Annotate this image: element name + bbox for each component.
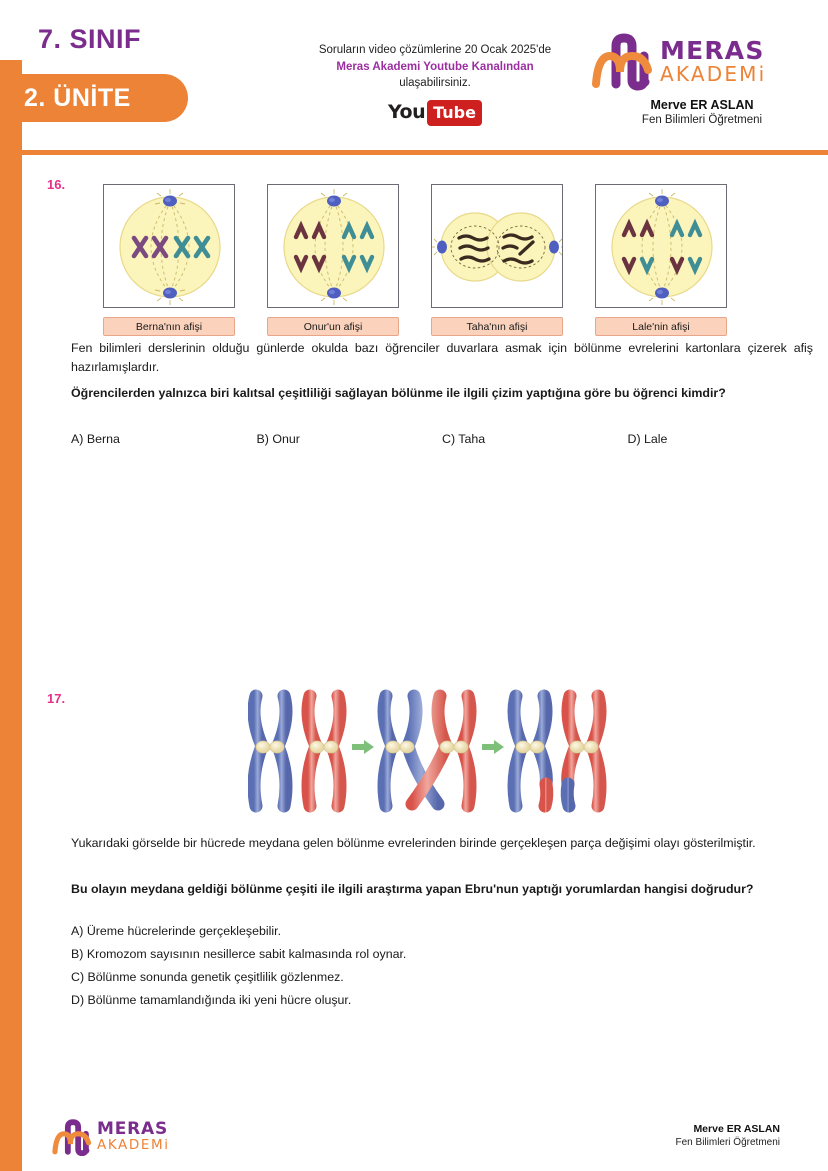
question-17-option-c[interactable]: C) Bölünme sonunda genetik çeşitlilik gö… xyxy=(71,969,344,984)
left-accent-rail xyxy=(0,60,22,1171)
poster-onur-frame xyxy=(267,184,399,308)
poster-taha-caption: Taha'nın afişi xyxy=(431,317,563,336)
question-17-prompt: Bu olayın meydana geldiği bölünme çeşiti… xyxy=(71,882,754,896)
arrow-right-icon-2 xyxy=(482,740,504,754)
brand-logo-row: MERAS AKADEMi xyxy=(592,30,812,92)
promo-line-channel: Meras Akademi Youtube Kanalından xyxy=(336,60,534,73)
poster-onur: Onur'un afişi xyxy=(267,184,399,336)
footer-teacher-role: Fen Bilimleri Öğretmeni xyxy=(675,1137,780,1148)
centrosomes xyxy=(432,238,562,256)
spindle-poles xyxy=(154,189,186,305)
question-16-options: A) Berna B) Onur C) Taha D) Lale xyxy=(71,432,813,446)
crossing-over-diagram xyxy=(247,689,607,813)
daughter-chromatin xyxy=(457,233,535,265)
chromosomes-metaphase xyxy=(131,235,211,259)
question-16-number: 16. xyxy=(47,177,66,192)
youtube-logo[interactable]: You Tube xyxy=(388,99,482,127)
cell-anaphase-sorted-diagram xyxy=(283,189,385,305)
promo-block: Soruların video çözümlerine 20 Ocak 2025… xyxy=(270,42,600,127)
stage-1-homologs xyxy=(247,689,347,813)
question-17-number: 17. xyxy=(47,691,66,706)
promo-line-3: ulaşabilirsiniz. xyxy=(399,77,471,90)
cell-anaphase-mixed-diagram xyxy=(611,189,713,305)
footer-meras-text: MERAS xyxy=(97,1118,169,1139)
meras-m-icon-footer xyxy=(52,1119,92,1157)
header-divider xyxy=(22,150,828,155)
stage-3-recombinants xyxy=(507,689,607,813)
brand-logo-footer: MERAS AKADEMi xyxy=(52,1117,170,1157)
question-16-stem: Fen bilimleri derslerinin olduğu günlerd… xyxy=(71,341,813,375)
chromatids-anaphase-mixed xyxy=(621,218,703,276)
cell-telophase-diagram xyxy=(432,212,562,282)
question-16-option-a[interactable]: A) Berna xyxy=(71,432,120,446)
question-17-option-d[interactable]: D) Bölünme tamamlandığında iki yeni hücr… xyxy=(71,992,352,1007)
question-16-option-b[interactable]: B) Onur xyxy=(256,432,300,446)
arrow-right-icon-1 xyxy=(352,740,374,754)
footer-wordmark: MERAS AKADEMi xyxy=(97,1118,170,1154)
cell-metaphase-diagram xyxy=(119,189,221,305)
teacher-name: Merve ER ASLAN xyxy=(650,98,754,112)
poster-lale: Lale'nin afişi xyxy=(595,184,727,336)
page-footer: MERAS AKADEMi Merve ER ASLAN Fen Bilimle… xyxy=(0,1109,828,1171)
poster-taha: Taha'nın afişi xyxy=(431,184,563,336)
poster-taha-frame xyxy=(431,184,563,308)
brand-logo-header: MERAS AKADEMi Merve ER ASLAN Fen Bilimle… xyxy=(592,30,812,126)
question-16-posters: Berna'nın afişi xyxy=(103,184,727,336)
question-17-option-b[interactable]: B) Kromozom sayısının nesillerce sabit k… xyxy=(71,946,407,961)
unit-badge: 2. ÜNİTE xyxy=(0,74,188,122)
footer-teacher-name: Merve ER ASLAN xyxy=(693,1123,780,1135)
youtube-you-text: You xyxy=(388,101,426,124)
poster-onur-caption: Onur'un afişi xyxy=(267,317,399,336)
teacher-role: Fen Bilimleri Öğretmeni xyxy=(641,114,763,126)
promo-line-1: Soruların video çözümlerine 20 Ocak 2025… xyxy=(318,44,552,56)
question-17-option-a[interactable]: A) Üreme hücrelerinde gerçekleşebilir. xyxy=(71,924,282,938)
poster-berna-caption: Berna'nın afişi xyxy=(103,317,235,336)
poster-berna-frame xyxy=(103,184,235,308)
question-16-option-c[interactable]: C) Taha xyxy=(442,432,486,446)
poster-berna: Berna'nın afişi xyxy=(103,184,235,336)
question-17-crossing-over-figure xyxy=(247,688,628,816)
youtube-tube-text: Tube xyxy=(427,99,482,126)
class-title: 7. SINIF xyxy=(38,24,142,54)
question-17-options: A) Üreme hücrelerinde gerçekleşebilir. B… xyxy=(71,920,813,1012)
question-17-stem: Yukarıdaki görselde bir hücrede meydana … xyxy=(71,836,756,850)
chromatids-anaphase xyxy=(293,220,375,274)
brand-akademi-text: AKADEMi xyxy=(660,62,767,86)
question-16-prompt: Öğrencilerden yalnızca biri kalıtsal çeş… xyxy=(71,386,726,400)
poster-lale-caption: Lale'nin afişi xyxy=(595,317,727,336)
meras-m-icon xyxy=(592,33,652,91)
footer-akademi-text: AKADEMi xyxy=(97,1136,170,1153)
question-16-option-d[interactable]: D) Lale xyxy=(627,432,668,446)
footer-teacher-block: Merve ER ASLAN Fen Bilimleri Öğretmeni xyxy=(676,1123,780,1148)
brand-wordmark: MERAS AKADEMi xyxy=(660,38,766,84)
page-header: 7. SINIF 2. ÜNİTE Soruların video çözüml… xyxy=(0,0,828,155)
poster-lale-frame xyxy=(595,184,727,308)
brand-meras-text: MERAS xyxy=(660,36,765,65)
stage-2-chiasma xyxy=(377,689,477,813)
